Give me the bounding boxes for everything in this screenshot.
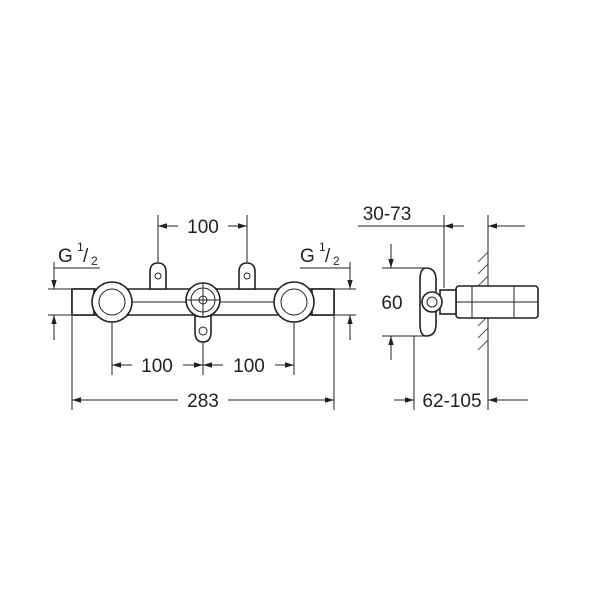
dim-depth: 30-73 [358,204,525,288]
dim-height-label: 60 [381,293,402,314]
top-stub-right [238,262,256,290]
dim-depth-label: 30-73 [363,204,412,225]
dim-wall: 62-105 [394,336,528,412]
valve-right [273,281,315,323]
thread-left-letter: G [58,246,73,267]
dim-height: 60 [381,244,426,360]
svg-text:G: G [58,246,73,267]
thread-left-slash: / [83,246,89,267]
dim-bottom-left-label: 100 [141,356,173,377]
dim-top: 100 [157,215,248,262]
dim-bottom-right-label: 100 [233,356,265,377]
top-stub-left [149,262,167,290]
thread-left-num: 1 [77,240,84,254]
side-flange [419,267,443,337]
dim-wall-label: 62-105 [422,391,481,412]
thread-left: G 1 / 2 [48,240,100,340]
thread-right: G 1 / 2 [300,240,356,340]
dim-total-label: 283 [187,391,219,412]
thread-right-num: 1 [319,240,326,254]
center-mixer [185,282,221,343]
dim-top-label: 100 [187,217,219,238]
svg-text:G: G [300,246,315,267]
valve-left [91,281,133,323]
side-view: 30-73 60 62-105 [358,204,539,412]
thread-right-den: 2 [333,254,340,268]
thread-right-letter: G [300,246,315,267]
thread-left-den: 2 [91,254,98,268]
side-valve-body [439,285,539,319]
dim-bottom: 100 100 [111,322,295,377]
dim-total: 283 [71,316,335,412]
thread-right-slash: / [325,246,331,267]
front-view: 100 100 100 283 [48,215,356,412]
